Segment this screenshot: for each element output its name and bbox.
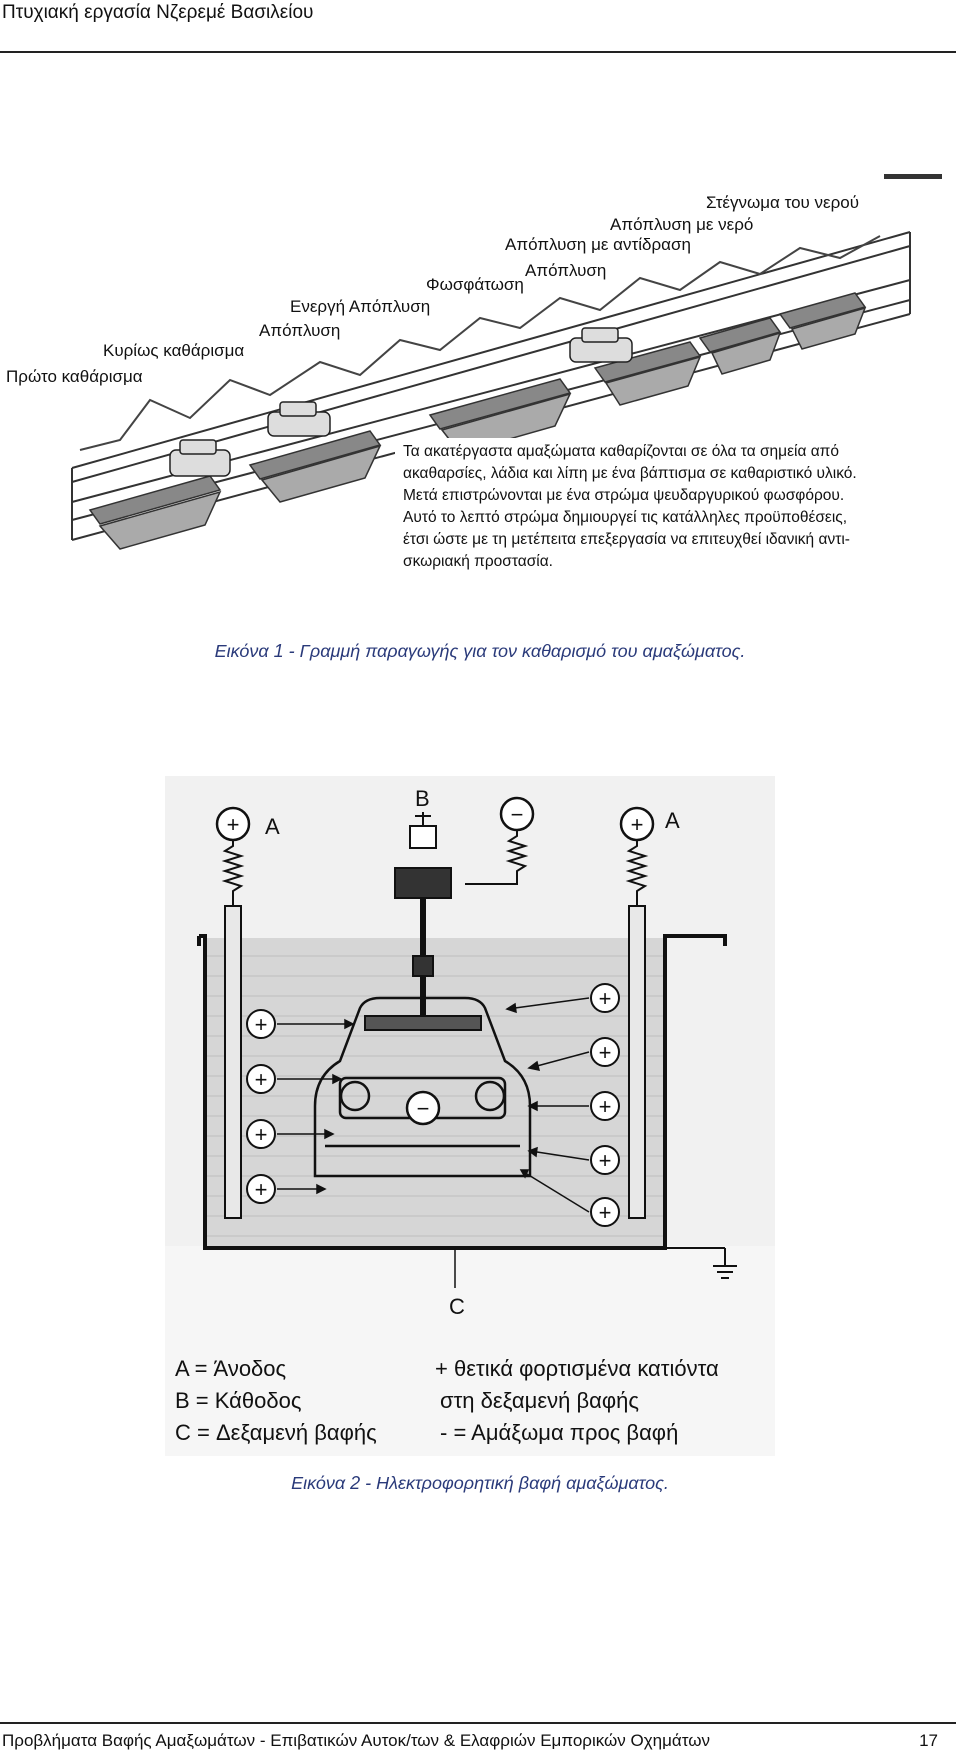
cation-right-1: + <box>590 983 620 1013</box>
cathode-terminal: − <box>499 796 535 832</box>
cation-right-5: + <box>590 1197 620 1227</box>
legend-left-3: C = Δεξαμενή βαφής <box>175 1420 377 1445</box>
dip-tanks <box>88 292 867 525</box>
label-tank: C <box>449 1294 465 1319</box>
cation-plus: + <box>599 1200 612 1225</box>
cation-left-4: + <box>246 1174 276 1204</box>
stage-label-reactive-rinse: Απόπλυση με αντίδραση <box>505 235 691 254</box>
car-body-3 <box>569 327 633 363</box>
stage-label-rinse-2: Απόπλυση <box>525 261 606 280</box>
spring-center <box>465 828 529 885</box>
car-hanger <box>364 812 482 1031</box>
stage-label-active-rinse: Ενεργή Απόπλυση <box>290 297 430 316</box>
page-header-title: Πτυχιακή εργασία Νζερεμέ Βασιλείου <box>2 2 314 23</box>
cation-left-3: + <box>246 1119 276 1149</box>
ground-symbol <box>665 1247 737 1279</box>
cation-plus: + <box>255 1177 268 1202</box>
spring-left <box>221 840 245 906</box>
cation-plus: + <box>599 986 612 1011</box>
cation-right-2: + <box>590 1037 620 1067</box>
cation-plus: + <box>599 1094 612 1119</box>
description-line-3: Μετά επιστρώνονται με ένα στρώμα ψευδαργ… <box>403 487 844 504</box>
figure-1-production-line: Στέγνωμα του νερού Απόπλυση με νερό Απόπ… <box>6 174 942 608</box>
cation-right-3: + <box>590 1091 620 1121</box>
figure-2-legend-area <box>165 1246 775 1456</box>
spring-right <box>625 840 649 906</box>
cation-plus: + <box>255 1122 268 1147</box>
header-rule <box>0 51 956 53</box>
legend-right-2: στη δεξαμενή βαφής <box>440 1388 639 1413</box>
car-charge: − <box>405 1090 441 1126</box>
description-line-1: Τα ακατέργαστα αμαξώματα καθαρίζονται σε… <box>403 443 839 460</box>
stage-label-drying: Στέγνωμα του νερού <box>706 193 859 212</box>
anode-right-plus: + <box>631 812 644 837</box>
footer-rule <box>0 1722 956 1724</box>
figure-1-caption: Εικόνα 1 - Γραμμή παραγωγής για τον καθα… <box>214 641 746 661</box>
cation-plus: + <box>599 1148 612 1173</box>
anode-right <box>628 905 646 1219</box>
anode-left-terminal: + <box>215 806 251 842</box>
stage-label-phosphating: Φωσφάτωση <box>426 275 524 294</box>
anode-left-plus: + <box>227 812 240 837</box>
legend-left-1: A = Άνοδος <box>175 1356 286 1381</box>
cation-right-4: + <box>590 1145 620 1175</box>
cation-left-1: + <box>246 1009 276 1039</box>
label-anode-left: A <box>265 814 280 839</box>
cathode-minus: − <box>511 802 524 827</box>
anode-right-terminal: + <box>619 806 655 842</box>
figure-2-caption: Εικόνα 2 - Ηλεκτροφορητική βαφή αμαξώματ… <box>291 1473 669 1493</box>
cation-left-2: + <box>246 1064 276 1094</box>
footer-text: Προβλήματα Βαφής Αμαξωμάτων - Επιβατικών… <box>2 1731 711 1750</box>
stage-label-water-rinse: Απόπλυση με νερό <box>610 215 753 234</box>
description-line-6: σκωριακή προστασία. <box>403 553 553 570</box>
label-anode-right: A <box>665 808 680 833</box>
car-body-cathode <box>313 996 532 1178</box>
stage-label-pre-cleaning: Πρώτο καθάρισμα <box>6 367 143 386</box>
anode-left <box>224 905 242 1219</box>
description-backdrop <box>395 438 935 608</box>
description-line-4: Αυτό το λεπτό στρώμα δημιουργεί τις κατά… <box>403 509 847 526</box>
cation-arrows <box>277 997 590 1213</box>
legend-right-1: + θετικά φορτισμένα κατιόντα <box>435 1356 719 1381</box>
overhead-conveyor-path <box>79 235 881 451</box>
description-line-2: ακαθαρσίες, λάδια και λίπη με ένα βάπτισ… <box>403 465 857 482</box>
stage-label-main-cleaning: Κυρίως καθάρισμα <box>103 341 244 360</box>
description-line-5: έτσι ώστε με τη μετέπειτα επεξεργασία να… <box>403 531 850 548</box>
stage-label-rinse-1: Απόπλυση <box>259 321 340 340</box>
page-number: 17 <box>919 1731 938 1750</box>
car-minus: − <box>417 1096 430 1121</box>
legend-right-3: - = Αμάξωμα προς βαφή <box>440 1420 678 1445</box>
label-cathode: B <box>415 786 430 811</box>
cation-plus: + <box>599 1040 612 1065</box>
car-body-1 <box>169 439 231 477</box>
car-body-2 <box>267 401 331 437</box>
figure-2-electrophoretic: + + − − + + + + + + + + + <box>165 776 775 1456</box>
cation-plus: + <box>255 1012 268 1037</box>
cation-plus: + <box>255 1067 268 1092</box>
figure-1-corner-bar <box>884 174 942 179</box>
legend-left-2: B = Κάθοδος <box>175 1388 301 1413</box>
